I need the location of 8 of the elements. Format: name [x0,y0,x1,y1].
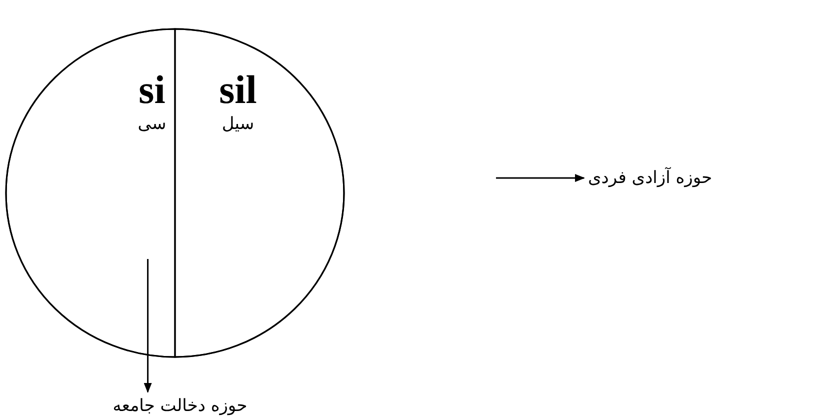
arrow [496,174,585,182]
term-translation: سی [136,113,168,136]
arrow [144,259,152,393]
region-label: حوزه دخالت جامعه [100,394,260,416]
term-label: sil [218,68,258,112]
region-label: حوزه آزادی فردی [588,166,712,190]
term-translation: سیل [220,113,256,136]
term-label: si [138,68,166,112]
